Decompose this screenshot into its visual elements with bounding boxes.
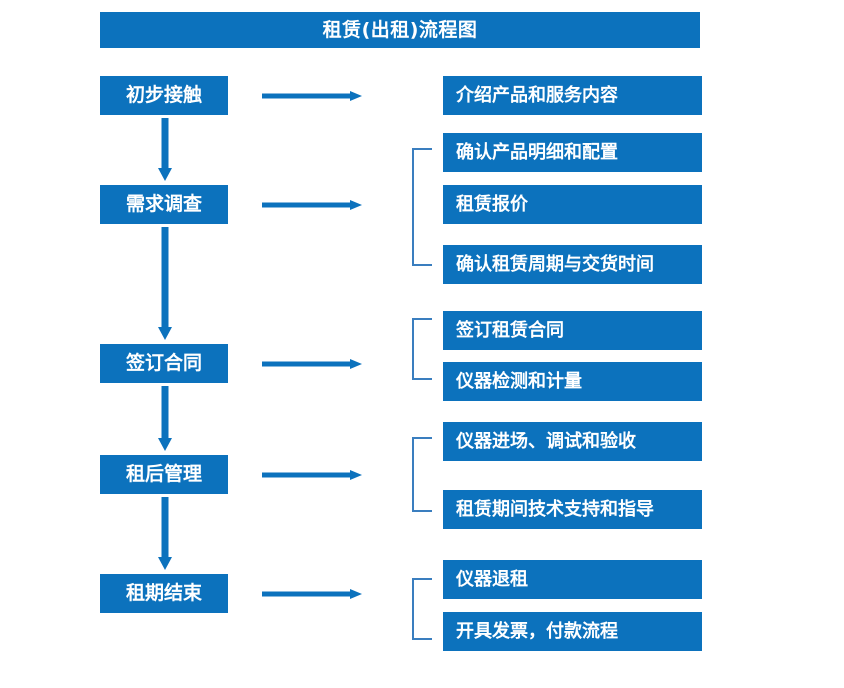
detail-box-g4-1[interactable]: 仪器进场、调试和验收 — [443, 422, 702, 461]
horizontal-arrow-3 — [262, 356, 362, 370]
stage-box-4[interactable]: 租后管理 — [100, 455, 228, 494]
horizontal-arrow-1 — [262, 88, 362, 102]
stage-box-5[interactable]: 租期结束 — [100, 574, 228, 613]
vertical-arrow-4 — [154, 497, 176, 571]
detail-box-g4-2[interactable]: 租赁期间技术支持和指导 — [443, 490, 702, 529]
detail-box-g5-2[interactable]: 开具发票，付款流程 — [443, 612, 702, 651]
stage-box-1[interactable]: 初步接触 — [100, 76, 228, 115]
detail-box-g2-1[interactable]: 确认产品明细和配置 — [443, 133, 702, 172]
stage-label-2: 需求调查 — [125, 193, 202, 215]
detail-label-g3-2: 仪器检测和计量 — [456, 370, 582, 392]
stage-box-2[interactable]: 需求调查 — [100, 185, 228, 224]
bracket-vertical-line — [412, 437, 414, 512]
bracket-vertical-line — [412, 578, 414, 640]
bracket-stub-bottom — [412, 264, 432, 266]
detail-box-g3-1[interactable]: 签订租赁合同 — [443, 311, 702, 350]
horizontal-arrow-2 — [262, 197, 362, 211]
chart-title: 租赁(出租)流程图 — [322, 18, 478, 41]
stage-label-3: 签订合同 — [125, 352, 202, 374]
bracket-stub-top — [412, 437, 432, 439]
detail-label-g2-2: 租赁报价 — [456, 193, 528, 215]
stage-box-3[interactable]: 签订合同 — [100, 344, 228, 383]
detail-label-g1-1: 介绍产品和服务内容 — [456, 84, 618, 106]
vertical-arrow-3 — [154, 386, 176, 452]
detail-label-g2-3: 确认租赁周期与交货时间 — [456, 253, 654, 275]
vertical-arrow-1 — [154, 118, 176, 182]
horizontal-arrow-4 — [262, 467, 362, 481]
detail-box-g1-1[interactable]: 介绍产品和服务内容 — [443, 76, 702, 115]
vertical-arrow-2 — [154, 227, 176, 341]
group-bracket-5 — [412, 578, 434, 640]
bracket-stub-top — [412, 578, 432, 580]
stage-label-1: 初步接触 — [125, 84, 202, 106]
detail-label-g4-2: 租赁期间技术支持和指导 — [456, 498, 654, 520]
group-bracket-2 — [412, 148, 434, 266]
detail-label-g5-2: 开具发票，付款流程 — [456, 620, 618, 642]
group-bracket-3 — [412, 318, 434, 380]
detail-label-g5-1: 仪器退租 — [456, 568, 528, 590]
bracket-vertical-line — [412, 148, 414, 266]
horizontal-arrow-5 — [262, 586, 362, 600]
detail-label-g3-1: 签订租赁合同 — [456, 319, 564, 341]
detail-box-g5-1[interactable]: 仪器退租 — [443, 560, 702, 599]
chart-title-bar: 租赁(出租)流程图 — [100, 12, 700, 48]
detail-label-g4-1: 仪器进场、调试和验收 — [456, 430, 636, 452]
bracket-stub-top — [412, 148, 432, 150]
detail-label-g2-1: 确认产品明细和配置 — [456, 141, 618, 163]
bracket-vertical-line — [412, 318, 414, 380]
stage-label-5: 租期结束 — [125, 582, 202, 604]
bracket-stub-bottom — [412, 378, 432, 380]
bracket-stub-bottom — [412, 510, 432, 512]
detail-box-g3-2[interactable]: 仪器检测和计量 — [443, 362, 702, 401]
group-bracket-4 — [412, 437, 434, 512]
detail-box-g2-2[interactable]: 租赁报价 — [443, 185, 702, 224]
detail-box-g2-3[interactable]: 确认租赁周期与交货时间 — [443, 245, 702, 284]
stage-label-4: 租后管理 — [125, 463, 202, 485]
bracket-stub-top — [412, 318, 432, 320]
bracket-stub-bottom — [412, 638, 432, 640]
